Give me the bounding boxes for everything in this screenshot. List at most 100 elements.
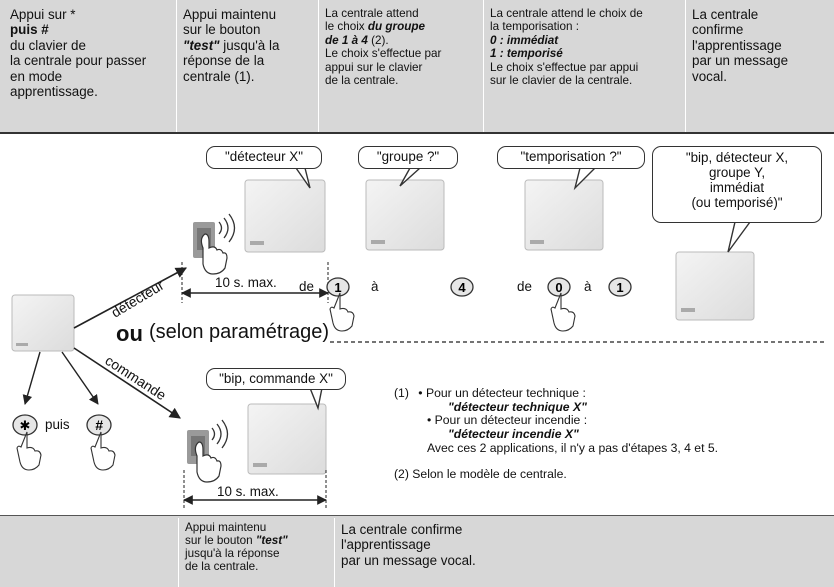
step-5-text: La centrale confirme l'apprentissage par… bbox=[685, 0, 834, 132]
pressing-finger-icon bbox=[329, 292, 355, 332]
bubble-tail bbox=[309, 387, 323, 411]
footer-line: jusqu'à la réponse bbox=[185, 546, 280, 560]
step1-line: puis # bbox=[10, 22, 49, 38]
step4-line: la temporisation : bbox=[490, 20, 579, 34]
key-label: 0 bbox=[555, 280, 562, 295]
footnotes: (1) • Pour un détecteur technique : "dét… bbox=[394, 386, 824, 482]
keypad-key-4 bbox=[450, 277, 474, 297]
step5-line: La centrale bbox=[692, 7, 759, 22]
keypad-key-hash bbox=[86, 414, 112, 436]
branch-arrow-detecteur bbox=[73, 267, 187, 329]
test-label: "test" bbox=[255, 533, 288, 547]
bubble-tail bbox=[573, 167, 596, 191]
keypad-key-0 bbox=[547, 277, 571, 297]
arrow-to-hash bbox=[61, 351, 99, 405]
footer-line: La centrale confirme bbox=[341, 522, 463, 537]
footer-line: Appui maintenu bbox=[185, 521, 267, 534]
step1-line: du clavier de bbox=[10, 37, 86, 53]
control-panel-icon bbox=[11, 294, 75, 352]
header-bar: Appui sur * puis # du clavier de la cent… bbox=[0, 0, 834, 134]
step3-emph: de 1 à 4 bbox=[325, 33, 368, 47]
note-1a: • Pour un détecteur technique : bbox=[418, 386, 586, 400]
range-label-de: de bbox=[517, 279, 532, 294]
bubble-line: (ou temporisé)" bbox=[691, 195, 783, 211]
test-label: "test" bbox=[183, 37, 220, 53]
bubble-line: groupe Y, bbox=[708, 165, 766, 181]
footer-line: l'apprentissage bbox=[341, 537, 431, 553]
step2-line: jusqu'à la bbox=[219, 37, 280, 53]
step5-line: confirme bbox=[692, 22, 744, 38]
speech-bubble-commande: "bip, commande X" bbox=[206, 368, 346, 390]
step2-line: sur le bouton bbox=[183, 22, 261, 38]
step4-line: sur le clavier de la centrale. bbox=[490, 74, 633, 88]
bubble-line: immédiat bbox=[709, 180, 765, 196]
step5-line: l'apprentissage bbox=[692, 37, 782, 53]
duration-label: 10 s. max. bbox=[217, 484, 279, 499]
footer-bar bbox=[0, 515, 834, 587]
selon-parametrage-label: (selon paramétrage) bbox=[149, 321, 330, 343]
bubble-tail bbox=[399, 167, 421, 187]
speech-bubble-groupe: "groupe ?" bbox=[358, 146, 458, 169]
control-panel-icon bbox=[675, 251, 755, 321]
step-4-text: La centrale attend le choix de la tempor… bbox=[483, 0, 683, 132]
footer-line: par un message vocal. bbox=[341, 552, 476, 568]
puis-label: puis bbox=[45, 417, 70, 432]
speech-bubble-temporisation: "temporisation ?" bbox=[497, 146, 645, 169]
control-panel-icon bbox=[365, 179, 445, 251]
footer-step-2-text: Appui maintenu sur le bouton "test" jusq… bbox=[178, 518, 318, 587]
step5-line: vocal. bbox=[692, 68, 727, 84]
bubble-tail bbox=[295, 167, 311, 189]
step3-line: (2). bbox=[367, 33, 389, 47]
step4-line: La centrale attend le choix de bbox=[490, 7, 643, 20]
step5-line: par un message bbox=[692, 53, 789, 69]
step1-line: apprentissage. bbox=[10, 84, 98, 100]
step2-line: centrale (1). bbox=[183, 68, 255, 84]
step3-line: appui sur le clavier bbox=[325, 60, 423, 74]
control-panel-icon bbox=[244, 179, 326, 253]
pressing-finger-icon bbox=[550, 292, 576, 332]
key-label: 1 bbox=[334, 280, 341, 295]
step3-emph: du groupe bbox=[367, 20, 426, 34]
note-1b-value: "détecteur incendie X" bbox=[448, 426, 579, 441]
branch-arrow-commande bbox=[73, 347, 181, 419]
range-label-a: à bbox=[584, 279, 592, 294]
key-label: # bbox=[95, 417, 103, 433]
step3-line: Le choix s'effectue par bbox=[325, 47, 442, 61]
control-panel-icon bbox=[247, 403, 327, 475]
branch-label-detecteur: détecteur bbox=[108, 277, 167, 321]
step-1-text: Appui sur * puis # du clavier de la cent… bbox=[4, 0, 168, 132]
step4-option: 1 : temporisé bbox=[490, 47, 563, 61]
step3-line: le choix bbox=[325, 20, 368, 34]
note-1b: • Pour un détecteur incendie : bbox=[427, 413, 588, 428]
footer-line: de la centrale. bbox=[185, 559, 259, 573]
step1-line: la centrale pour passer bbox=[10, 53, 147, 69]
step2-line: réponse de la bbox=[183, 53, 265, 69]
speech-bubble-confirm: "bip, détecteur X, groupe Y, immédiat (o… bbox=[652, 146, 822, 223]
bubble-line: "bip, détecteur X, bbox=[685, 150, 789, 165]
keypad-key-1 bbox=[326, 277, 350, 297]
arrow-to-star bbox=[22, 351, 41, 405]
pressing-finger-icon bbox=[16, 431, 42, 471]
note-2: (2) Selon le modèle de centrale. bbox=[394, 467, 567, 482]
device-test-button-icon bbox=[193, 213, 236, 275]
step3-line: La centrale attend bbox=[325, 7, 419, 20]
ou-label: ou bbox=[116, 321, 143, 346]
note-1-number: (1) bbox=[394, 386, 409, 400]
branch-label-commande: commande bbox=[102, 352, 169, 403]
step-3-text: La centrale attend le choix du groupe de… bbox=[318, 0, 481, 132]
range-label-de: de bbox=[299, 279, 314, 294]
bubble-tail bbox=[727, 221, 751, 253]
step-2-text: Appui maintenu sur le bouton "test" jusq… bbox=[176, 0, 316, 132]
duration-label: 10 s. max. bbox=[215, 275, 277, 290]
key-label: ✱ bbox=[20, 419, 31, 434]
step1-line: en mode bbox=[10, 68, 63, 84]
step4-line: Le choix s'effectue par appui bbox=[490, 60, 639, 74]
key-label: 4 bbox=[458, 280, 466, 295]
keypad-key-1b bbox=[608, 277, 632, 297]
note-1c: Avec ces 2 applications, il n'y a pas d'… bbox=[427, 440, 719, 455]
step2-line: Appui maintenu bbox=[183, 7, 277, 22]
footer-line: sur le bouton bbox=[185, 533, 256, 547]
control-panel-icon bbox=[524, 179, 604, 251]
